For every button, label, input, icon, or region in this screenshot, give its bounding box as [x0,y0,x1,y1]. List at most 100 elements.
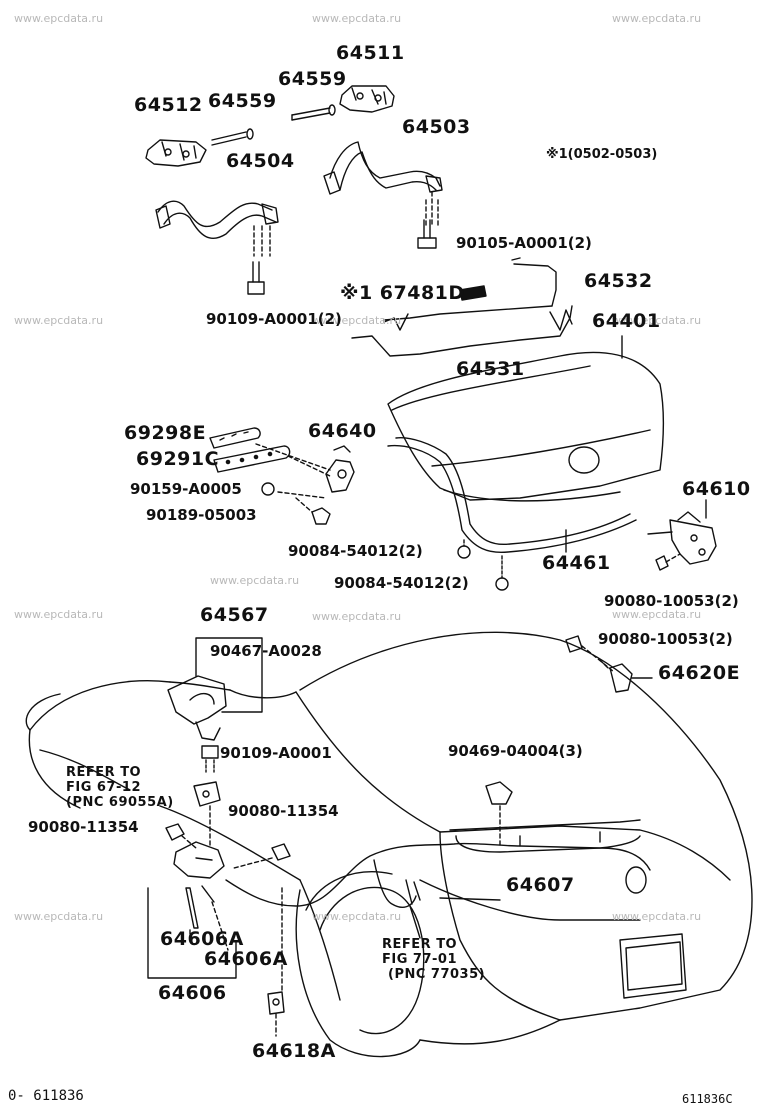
bolt-90105 [417,219,437,249]
part-label-64532: 64532 [584,270,653,292]
hinge-bracket-64512 [145,139,207,167]
part-label-90080: 90080-11354 [228,802,339,820]
leader-refer2 [409,905,421,939]
clamp-90469 [485,781,513,847]
bracket-64606 [147,887,237,979]
bolt-64559-a [291,104,336,121]
leader-64567 [195,637,263,713]
leader-64618a [275,887,283,1037]
part-label-64606a: 64606A [160,928,244,950]
trunk-lid-64401 [387,351,665,502]
part-label-64559: 64559 [278,68,347,90]
striker-64620e [599,659,633,693]
label-sticker-67481d [459,285,487,301]
part-label-90105: 90105-A0001(2) [456,234,592,252]
lock-assy-64610 [647,511,717,565]
part-label-64618a: 64618A [252,1040,336,1062]
part-label-64503: 64503 [402,116,471,138]
part-label-90159: 90159-A0005 [130,480,242,498]
torsion-bar-64531 [351,305,573,357]
bolt-90080-a [655,553,681,571]
part-label-64640: 64640 [308,420,377,442]
part-label-90467: 90467-A0028 [210,642,322,660]
bolt-90109-lower [201,745,219,773]
cable-64607 [225,842,651,908]
footer-figure-code: 0- 611836 [8,1088,84,1104]
part-label-64461: 64461 [542,552,611,574]
part-label-64606a: 64606A [204,948,288,970]
leader-64503 [425,191,439,227]
bolt-90080-d [233,843,291,869]
part-label-64531: 64531 [456,358,525,380]
note-range: ※1(0502-0503) [546,147,658,162]
torsion-bar-64532 [383,257,557,321]
leader-64504 [253,225,271,257]
watermark: www.epcdata.ru [210,574,300,587]
support-64567 [167,675,227,741]
bolt-64559-b [211,128,254,146]
refer-note-line: REFER TO [382,937,458,952]
refer-note-line: REFER TO [66,765,142,780]
refer-note-line: FIG 67-12 [66,780,141,795]
watermark: www.epcdata.ru [612,12,702,25]
part-label-69298e: 69298E [124,422,207,444]
part-label-90080: 90080-10053(2) [604,592,739,610]
watermark: www.epcdata.ru [14,910,104,923]
watermark: www.epcdata.ru [14,12,104,25]
hinge-arm-64503 [323,141,443,195]
weatherstrip-64461 [387,437,637,554]
part-label-64512: 64512 [134,94,203,116]
part-label-90084: 90084-54012(2) [334,574,469,592]
watermark: www.epcdata.ru [312,314,402,327]
watermark: www.epcdata.ru [612,910,702,923]
part-label-64607: 64607 [506,874,575,896]
clip-90084-a [457,539,471,559]
watermark: www.epcdata.ru [612,314,702,327]
part-label-90084: 90084-54012(2) [288,542,423,560]
part-label-90080: 90080-10053(2) [598,630,733,648]
car-body-outline [25,631,753,1058]
part-label-64559: 64559 [208,90,277,112]
part-label-90080: 90080-11354 [28,818,139,836]
retainer-90159 [261,482,327,499]
part-label-64504: 64504 [226,150,295,172]
watermark: www.epcdata.ru [612,608,702,621]
part-label-64511: 64511 [336,42,405,64]
hinge-arm-64504 [155,200,279,239]
watermark: www.epcdata.ru [312,910,402,923]
leader-dash-cover [255,443,331,477]
part-label-64610: 64610 [682,478,751,500]
part-label-64401: 64401 [592,310,661,332]
lock-cylinder-64640 [325,445,355,493]
bolt-90109-upper [247,261,265,295]
cover-69291c [213,445,291,473]
part-label-90189: 90189-05003 [146,506,257,524]
bolt-90080-c [165,823,197,849]
part-label-90109: 90109-A0001 [220,744,332,762]
part-label-64620e: 64620E [658,662,741,684]
nut-90189 [295,497,331,525]
watermark: www.epcdata.ru [312,610,402,623]
refer-note-line: FIG 77-01 [382,952,457,967]
bolt-90080-b [565,635,615,673]
part-label-67481d: ※1 67481D [340,282,465,304]
refer-note-line: (PNC 69055A) [66,795,174,810]
part-label-64567: 64567 [200,604,269,626]
cover-69298e [209,427,261,449]
part-label-69291c: 69291C [136,448,220,470]
actuator-69055a [193,781,221,807]
part-label-64606: 64606 [158,982,227,1004]
part-label-90469: 90469-04004(3) [448,742,583,760]
handle-64618a [267,991,285,1015]
hinge-bracket-64511 [339,85,395,113]
opener-lever-64606 [173,841,225,929]
watermark: www.epcdata.ru [312,12,402,25]
clip-90084-b [495,555,509,591]
footer-figure-id: 611836C [682,1092,733,1106]
leader-64606a [189,901,229,951]
watermark: www.epcdata.ru [14,314,104,327]
watermark: www.epcdata.ru [14,608,104,621]
refer-note-line: (PNC 77035) [388,967,486,982]
